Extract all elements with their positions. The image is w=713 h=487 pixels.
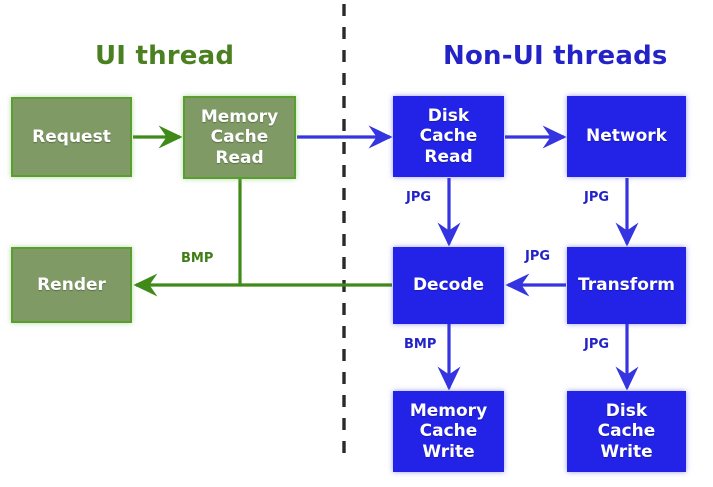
node-transform[interactable]: Transform: [567, 247, 686, 324]
node-memory-cache-write-line-1: Memory: [409, 401, 488, 422]
node-disk-cache-read-line-2: Cache: [419, 126, 478, 147]
node-network[interactable]: Network: [567, 96, 686, 177]
node-memory-cache-read-line-1: Memory: [200, 107, 279, 128]
edge-label-bmp-decode-to-memory-cache-write: BMP: [404, 337, 437, 352]
edge-label-jpg-transform-to-disk-cache-write: JPG: [584, 337, 610, 352]
node-decode[interactable]: Decode: [393, 247, 504, 324]
node-memory-cache-write[interactable]: Memory Cache Write: [393, 391, 504, 472]
edge-label-jpg-disk-cache-read-to-decode: JPG: [406, 190, 432, 205]
node-render-line-1: Render: [37, 274, 106, 295]
node-request[interactable]: Request: [11, 97, 132, 177]
node-memory-cache-write-line-3: Write: [422, 441, 475, 462]
node-disk-cache-write-line-3: Write: [600, 441, 653, 462]
lane-title-non-ui-threads: Non-UI threads: [443, 41, 668, 71]
node-disk-cache-write-line-2: Cache: [597, 421, 656, 442]
node-network-line-1: Network: [586, 126, 667, 147]
node-memory-cache-read[interactable]: Memory Cache Read: [183, 96, 296, 179]
node-memory-cache-write-line-2: Cache: [419, 421, 478, 442]
node-disk-cache-read-line-3: Read: [424, 146, 473, 167]
node-memory-cache-read-line-2: Cache: [210, 127, 269, 148]
node-disk-cache-write[interactable]: Disk Cache Write: [567, 391, 686, 472]
node-disk-cache-read-line-1: Disk: [427, 106, 470, 127]
node-disk-cache-write-line-1: Disk: [605, 401, 648, 422]
node-disk-cache-read[interactable]: Disk Cache Read: [393, 96, 504, 177]
edge-label-bmp-memory-cache-read-to-render: BMP: [181, 251, 214, 266]
edge-label-jpg-transform-to-decode: JPG: [525, 249, 551, 264]
node-render[interactable]: Render: [11, 247, 132, 323]
node-request-line-1: Request: [32, 126, 111, 147]
lane-title-ui-thread: UI thread: [95, 41, 235, 71]
edge-label-jpg-network-to-transform: JPG: [584, 190, 610, 205]
node-decode-line-1: Decode: [412, 275, 485, 296]
node-memory-cache-read-line-3: Read: [215, 147, 264, 168]
node-transform-line-1: Transform: [578, 275, 675, 296]
